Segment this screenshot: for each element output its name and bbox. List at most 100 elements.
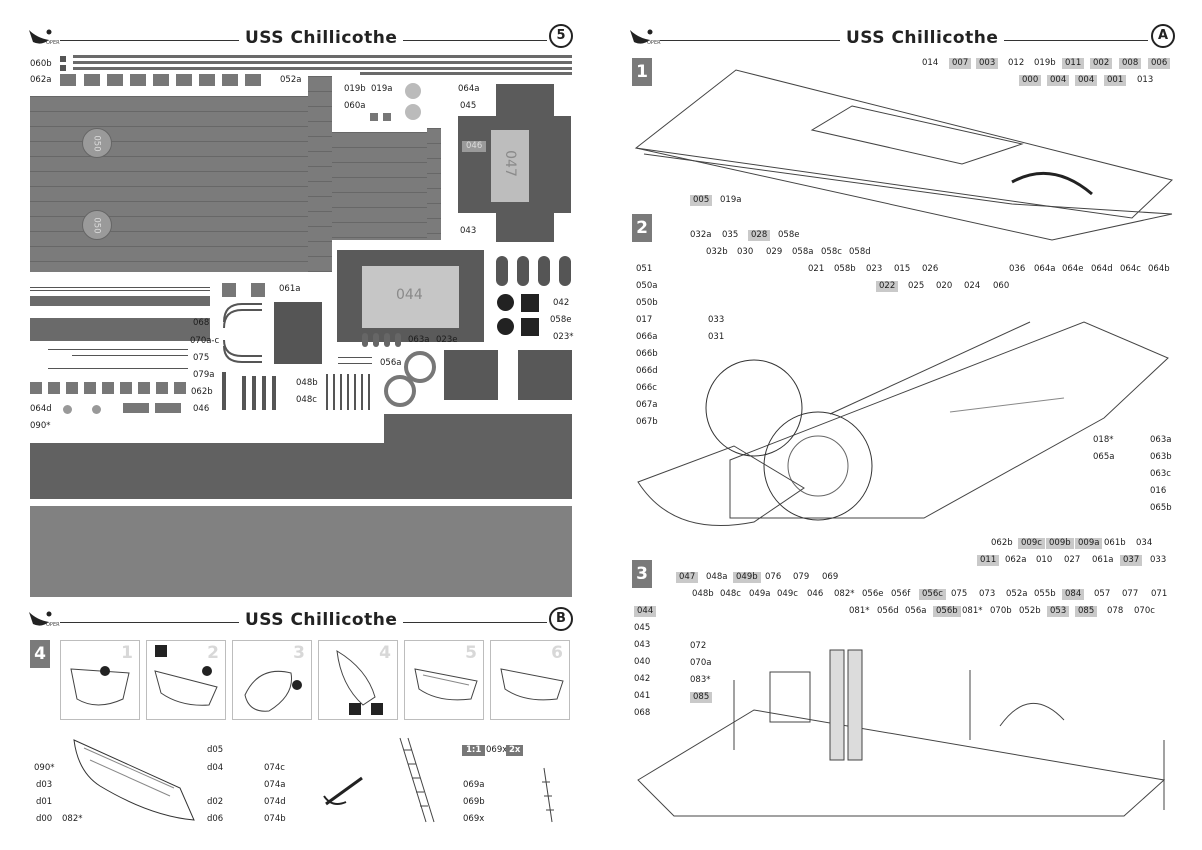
- part-label: 048c: [296, 395, 317, 405]
- part-label: 046: [807, 589, 824, 599]
- part-label: 083*: [690, 675, 711, 685]
- part-label: 012: [1008, 58, 1025, 68]
- part-label: 062b: [191, 387, 213, 397]
- part-label: 040: [634, 657, 651, 667]
- boat-sketch-icon: [244, 670, 302, 712]
- part-label: 050b: [636, 298, 658, 308]
- part-panel: [274, 302, 322, 364]
- page-title: USS Chillicothe: [239, 28, 404, 48]
- part-label: d04: [207, 763, 224, 773]
- part-piece: [521, 294, 539, 312]
- part-label: 035: [722, 230, 739, 240]
- hull-side-panel: [384, 414, 572, 444]
- part-label: 070a-c: [190, 336, 220, 346]
- part-label: 019b: [344, 84, 366, 94]
- part-label: 079: [793, 572, 810, 582]
- part-label: 036: [1009, 264, 1026, 274]
- page-title: USS Chillicothe: [840, 28, 1005, 48]
- part-label: 064d: [1091, 264, 1113, 274]
- strip-part: [30, 296, 210, 306]
- part-label: 050: [91, 217, 102, 234]
- part-label: 004: [1047, 75, 1070, 86]
- part-label: 023e: [436, 335, 458, 345]
- scale-part: 069x: [486, 745, 508, 755]
- step-number: 2: [632, 214, 652, 242]
- part-label: 066d: [636, 366, 658, 376]
- part-label: 001: [1104, 75, 1127, 86]
- part-label: 006: [1148, 58, 1171, 69]
- oper-logo-icon: [27, 606, 53, 632]
- part-label: 019b: [1034, 58, 1056, 68]
- part-label: 028: [748, 230, 771, 241]
- part-label: 032b: [706, 247, 728, 257]
- frame-number: 3: [293, 643, 305, 663]
- part-label: 061b: [1104, 538, 1126, 548]
- part-label: 065a: [1093, 452, 1115, 462]
- oper-logo-icon: [628, 24, 654, 50]
- part-circle: [384, 375, 416, 407]
- part-piece: [123, 403, 149, 413]
- part-label: 007: [949, 58, 972, 69]
- part-label: d03: [36, 780, 53, 790]
- part-label: 082*: [834, 589, 855, 599]
- part-label: 071: [1151, 589, 1168, 599]
- part-label: 005: [690, 195, 713, 206]
- part-label: 078: [1107, 606, 1124, 616]
- part-label: 061a: [279, 284, 301, 294]
- boat-sketch-icon: [154, 645, 218, 706]
- part-label: d06: [207, 814, 224, 824]
- assembly-frame: 2: [146, 640, 226, 720]
- part-label: 068: [634, 708, 651, 718]
- strip-part: [73, 61, 572, 64]
- part-label: 042: [553, 298, 570, 308]
- part-label: 090*: [34, 763, 55, 773]
- part-label: 070c: [1134, 606, 1155, 616]
- logo-text: OPER: [46, 622, 60, 628]
- logo-text: OPER: [46, 40, 60, 46]
- part-label: 033: [708, 315, 725, 325]
- part-label: 074d: [264, 797, 286, 807]
- part-piece: [222, 283, 236, 297]
- boat-sketch-icon: [414, 668, 478, 701]
- part-label: 032a: [690, 230, 712, 240]
- part-circle: [404, 351, 436, 383]
- assembly-frame: 3: [232, 640, 312, 720]
- strip-part: [48, 368, 188, 369]
- scale-badge: 1:1: [462, 745, 486, 756]
- part-label: 063c: [1150, 469, 1171, 479]
- part-label: 056d: [877, 606, 899, 616]
- part-label: 074c: [264, 763, 285, 773]
- part-label: 058d: [849, 247, 871, 257]
- part-label: 043: [634, 640, 651, 650]
- part-label: 048b: [692, 589, 714, 599]
- strip-part: [360, 72, 572, 75]
- part-piece: [497, 294, 514, 311]
- part-label: 045: [460, 101, 477, 111]
- part-label: 023*: [553, 332, 574, 342]
- scale-multiplier: 2x: [506, 745, 524, 756]
- part-label: 008: [1119, 58, 1142, 69]
- main-deck-part: [30, 96, 308, 272]
- part-label: 062a: [30, 75, 52, 85]
- part-label: 049a: [749, 589, 771, 599]
- part-label: 069x: [463, 814, 485, 824]
- step-number: 4: [30, 640, 50, 668]
- part-label: 051: [636, 264, 653, 274]
- part-label: 049c: [777, 589, 798, 599]
- part-label: 019a: [371, 84, 393, 94]
- part-label: 058c: [821, 247, 842, 257]
- part-label: 056c: [919, 589, 946, 600]
- part-044-panel: [362, 266, 459, 328]
- part-label: 060b: [30, 59, 52, 69]
- part-label: 048b: [296, 378, 318, 388]
- part-label: 063b: [1150, 452, 1172, 462]
- part-label: 047: [501, 150, 518, 177]
- oper-logo-icon: [27, 24, 53, 50]
- part-label: 013: [1137, 75, 1154, 85]
- part-label: 056e: [862, 589, 884, 599]
- part-label: 023: [866, 264, 883, 274]
- part-label: 041: [634, 691, 651, 701]
- part-label: 075: [951, 589, 968, 599]
- part-label: 020: [936, 281, 953, 291]
- part-label: 050: [91, 135, 102, 152]
